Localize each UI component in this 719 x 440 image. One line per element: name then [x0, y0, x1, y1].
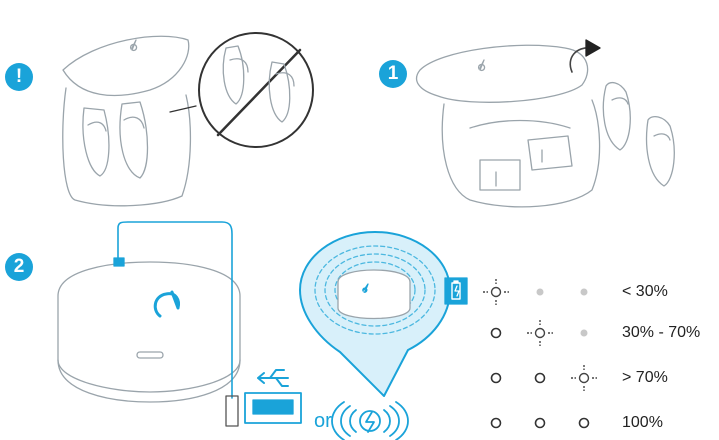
led-on-icon [492, 419, 501, 428]
led-dim-icon [581, 330, 588, 337]
led-on-icon [492, 329, 501, 338]
led-on-icon [536, 419, 545, 428]
led-dim-icon [581, 289, 588, 296]
cable-charging-illustration [58, 222, 240, 426]
battery-range-label-2: 30% - 70% [622, 324, 700, 342]
open-case-illustration [63, 36, 191, 206]
wireless-charging-illustration [300, 232, 450, 396]
battery-range-label-4: 100% [622, 414, 663, 432]
usb-port-illustration [245, 370, 301, 423]
earbuds-removed [603, 83, 674, 186]
wireless-charging-icon [332, 402, 408, 440]
battery-range-label-3: > 70% [622, 369, 668, 387]
no-water-callout [170, 33, 313, 147]
step-2-badge: 2 [5, 253, 33, 281]
battery-icon [445, 278, 467, 304]
led-blink-icon [571, 365, 597, 391]
step-1-number: 1 [388, 63, 399, 85]
step-2-number: 2 [14, 256, 25, 278]
battery-led-table [483, 279, 597, 428]
led-on-icon [492, 374, 501, 383]
led-dim-icon [537, 289, 544, 296]
led-blink-icon [483, 279, 509, 305]
or-connector-label: or [314, 410, 332, 433]
battery-range-label-1: < 30% [622, 283, 668, 301]
warning-badge: ! [5, 63, 33, 91]
step-1-badge: 1 [379, 60, 407, 88]
lift-arrow-icon [570, 40, 600, 72]
led-on-icon [536, 374, 545, 383]
led-on-icon [580, 419, 589, 428]
led-blink-icon [527, 320, 553, 346]
step1-case-illustration [417, 45, 600, 207]
warning-icon: ! [16, 66, 22, 88]
